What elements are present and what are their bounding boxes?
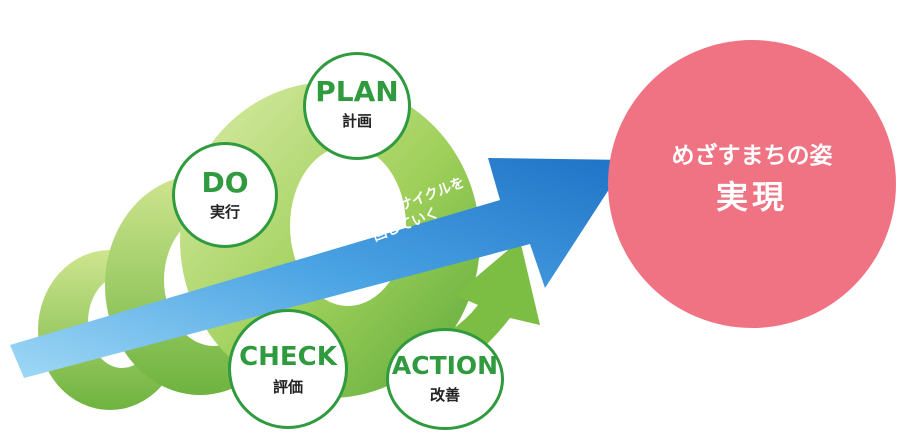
- check-sublabel: 評価: [272, 378, 303, 396]
- do-stage: DO 実行: [172, 142, 278, 248]
- progress-arrow: [10, 158, 628, 378]
- action-sublabel: 改善: [429, 386, 460, 404]
- check-stage: CHECK 評価: [228, 309, 348, 429]
- action-label: ACTION: [391, 351, 499, 380]
- goal-caption: めざすまちの姿: [671, 143, 833, 169]
- plan-sublabel: 計画: [341, 112, 372, 130]
- goal-title: 実現: [715, 178, 788, 216]
- do-label: DO: [201, 166, 249, 199]
- action-stage: ACTION 改善: [386, 328, 504, 430]
- goal-circle: めざすまちの姿 実現: [608, 40, 896, 328]
- plan-label: PLAN: [315, 75, 399, 108]
- plan-stage: PLAN 計画: [303, 52, 411, 160]
- check-label: CHECK: [239, 342, 337, 372]
- do-sublabel: 実行: [209, 203, 240, 221]
